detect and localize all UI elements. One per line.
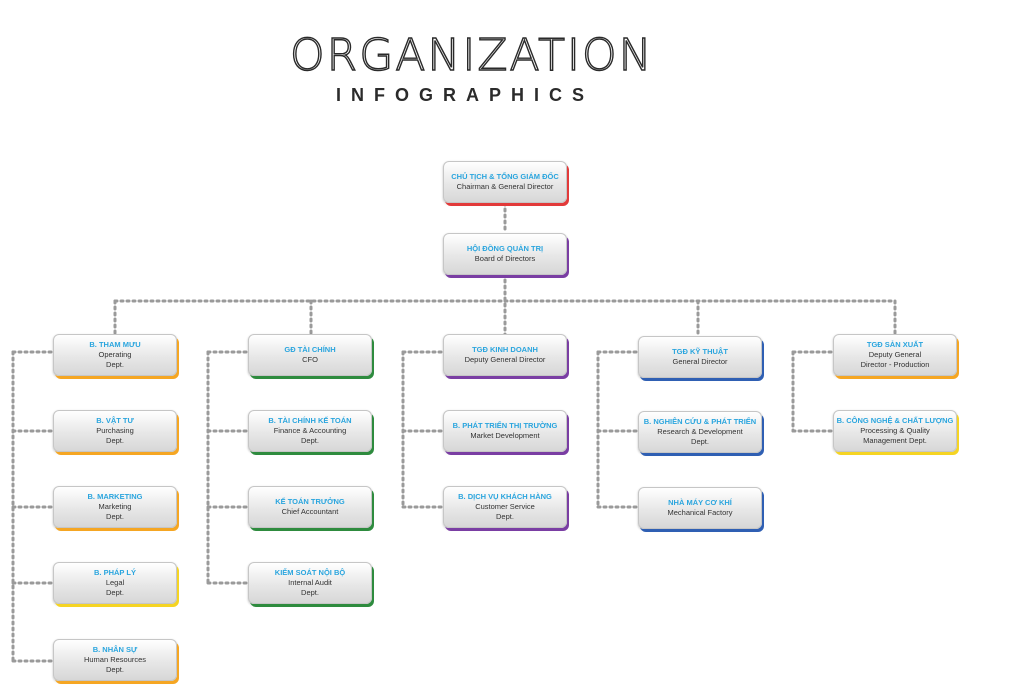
node-en-label: Marketing Dept. xyxy=(98,502,132,521)
node-vn-label: KẾ TOÁN TRƯỞNG xyxy=(275,497,345,506)
node-vn-label: B. TÀI CHÍNH KẾ TOÁN xyxy=(268,416,352,425)
node-production-director: TGĐ SẢN XUẤT Deputy General Director - P… xyxy=(833,334,957,376)
node-vn-label: NHÀ MÁY CƠ KHÍ xyxy=(668,498,732,507)
node-en-label: General Director xyxy=(672,357,728,366)
node-en-label: Finance & Accounting Dept. xyxy=(273,426,347,445)
node-en-label: Purchasing Dept. xyxy=(96,426,134,445)
node-en-label: Processing & Quality Management Dept. xyxy=(860,426,930,445)
node-research-development: B. NGHIÊN CỨU & PHÁT TRIỂN Research & De… xyxy=(638,411,762,453)
node-en-label: Chief Accountant xyxy=(281,507,339,516)
node-en-label: Human Resources Dept. xyxy=(83,655,147,674)
node-en-label: Deputy General Director xyxy=(464,355,546,364)
node-human-resources: B. NHÂN SỰ Human Resources Dept. xyxy=(53,639,177,681)
node-marketing: B. MARKETING Marketing Dept. xyxy=(53,486,177,528)
title-part-3: ZATION xyxy=(477,29,654,81)
node-purchasing: B. VẬT TƯ Purchasing Dept. xyxy=(53,410,177,452)
node-finance-accounting: B. TÀI CHÍNH KẾ TOÁN Finance & Accountin… xyxy=(248,410,372,452)
node-vn-label: HỘI ĐỒNG QUẢN TRỊ xyxy=(466,244,544,253)
title-part-1: ORGAN xyxy=(289,29,463,81)
node-en-label: Deputy General Director - Production xyxy=(860,350,930,369)
page-title: ORGANIZATION xyxy=(289,29,652,81)
node-chief-accountant: KẾ TOÁN TRƯỞNG Chief Accountant xyxy=(248,486,372,528)
node-chairman: CHỦ TỊCH & TỔNG GIÁM ĐỐC Chairman & Gene… xyxy=(443,161,567,203)
node-en-label: Market Development xyxy=(470,431,540,440)
node-operating: B. THAM MƯU Operating Dept. xyxy=(53,334,177,376)
node-vn-label: B. CÔNG NGHỆ & CHẤT LƯỢNG xyxy=(836,416,954,425)
node-mechanical-factory: NHÀ MÁY CƠ KHÍ Mechanical Factory xyxy=(638,487,762,529)
node-en-label: CFO xyxy=(302,355,318,364)
node-en-label: Customer Service Dept. xyxy=(475,502,535,521)
node-en-label: Mechanical Factory xyxy=(667,508,733,517)
node-processing-quality: B. CÔNG NGHỆ & CHẤT LƯỢNG Processing & Q… xyxy=(833,410,957,452)
title-part-2: I xyxy=(462,29,478,81)
node-legal: B. PHÁP LÝ Legal Dept. xyxy=(53,562,177,604)
node-vn-label: B. PHÁT TRIỂN THỊ TRƯỜNG xyxy=(452,421,558,430)
node-vn-label: B. THAM MƯU xyxy=(89,340,141,349)
node-customer-service: B. DỊCH VỤ KHÁCH HÀNG Customer Service D… xyxy=(443,486,567,528)
node-vn-label: B. MARKETING xyxy=(87,492,143,501)
node-technical-director: TGĐ KỸ THUẬT General Director xyxy=(638,336,762,378)
node-market-development: B. PHÁT TRIỂN THỊ TRƯỜNG Market Developm… xyxy=(443,410,567,452)
node-en-label: Board of Directors xyxy=(474,254,536,263)
node-en-label: Chairman & General Director xyxy=(456,182,554,191)
node-vn-label: B. PHÁP LÝ xyxy=(94,568,136,577)
node-internal-audit: KIỂM SOÁT NỘI BỘ Internal Audit Dept. xyxy=(248,562,372,604)
node-vn-label: CHỦ TỊCH & TỔNG GIÁM ĐỐC xyxy=(451,172,559,181)
node-board: HỘI ĐỒNG QUẢN TRỊ Board of Directors xyxy=(443,233,567,275)
node-en-label: Operating Dept. xyxy=(98,350,132,369)
node-vn-label: B. VẬT TƯ xyxy=(96,416,134,425)
node-deputy-gd-sales: TGĐ KINH DOANH Deputy General Director xyxy=(443,334,567,376)
page-subtitle: INFOGRAPHICS xyxy=(335,85,594,105)
node-cfo: GĐ TÀI CHÍNH CFO xyxy=(248,334,372,376)
node-vn-label: B. NGHIÊN CỨU & PHÁT TRIỂN xyxy=(643,417,757,426)
node-en-label: Internal Audit Dept. xyxy=(288,578,332,597)
node-en-label: Research & Development Dept. xyxy=(657,427,743,446)
node-vn-label: GĐ TÀI CHÍNH xyxy=(284,345,336,354)
node-vn-label: TGĐ KỸ THUẬT xyxy=(672,347,728,356)
node-vn-label: TGĐ SẢN XUẤT xyxy=(866,340,924,349)
node-vn-label: B. DỊCH VỤ KHÁCH HÀNG xyxy=(458,492,552,501)
node-vn-label: TGĐ KINH DOANH xyxy=(472,345,538,354)
node-vn-label: B. NHÂN SỰ xyxy=(92,645,138,654)
node-en-label: Legal Dept. xyxy=(105,578,125,597)
node-vn-label: KIỂM SOÁT NỘI BỘ xyxy=(274,568,346,577)
